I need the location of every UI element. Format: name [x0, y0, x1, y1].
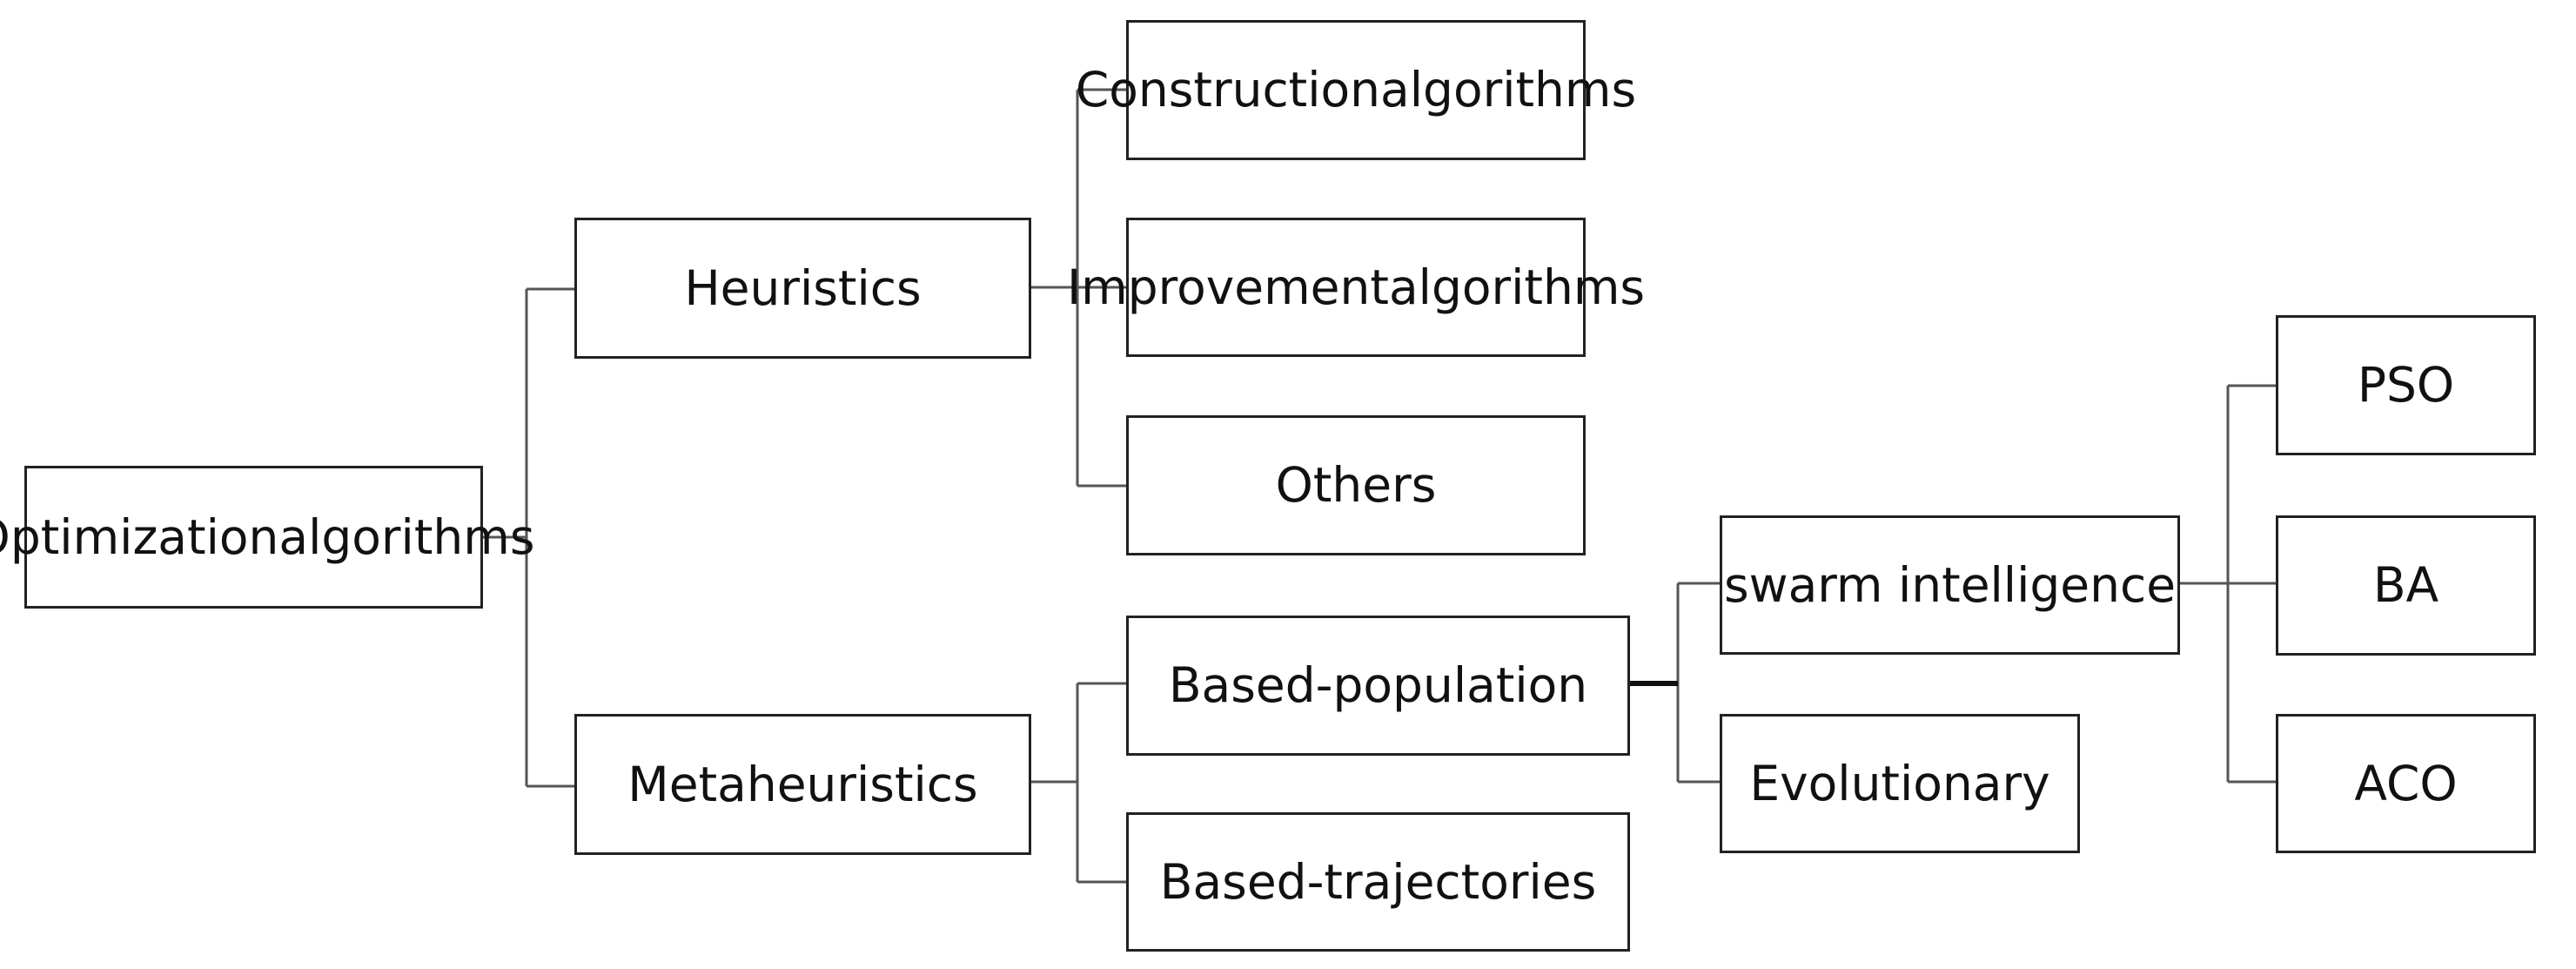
evolutionary-node: Evolutionary — [1720, 714, 2080, 853]
pso-label: PSO — [2357, 357, 2455, 414]
root-label-line1: Optimization — [0, 508, 279, 565]
connector-root — [483, 287, 574, 788]
based-trajectories-node: Based-trajectories — [1126, 812, 1630, 952]
improvement-label-line1: Improvement — [1066, 259, 1389, 315]
based-trajectories-label: Based-trajectories — [1159, 853, 1597, 910]
ba-node: BA — [2276, 515, 2536, 656]
heuristics-node: Heuristics — [574, 218, 1031, 359]
aco-node: ACO — [2276, 714, 2536, 853]
construction-label-line1: Construction — [1075, 62, 1381, 118]
aco-label: ACO — [2354, 755, 2458, 811]
others-label: Others — [1275, 457, 1437, 514]
connector-heuristics — [1031, 88, 1126, 488]
swarm-intelligence-node: swarm intelligence — [1720, 515, 2180, 655]
improvement-algorithms-node: Improvement algorithms — [1067, 218, 1645, 357]
evolutionary-label: Evolutionary — [1749, 755, 2050, 811]
others-node: Others — [1126, 415, 1586, 555]
root-node: Optimization algorithms — [0, 466, 534, 609]
ba-label: BA — [2372, 557, 2439, 614]
connector-swarm — [2180, 384, 2276, 784]
heuristics-label: Heuristics — [684, 259, 922, 316]
based-population-label: Based-population — [1168, 657, 1588, 714]
root-label-line2: algorithms — [278, 508, 535, 565]
improvement-label-line2: algorithms — [1388, 259, 1646, 315]
construction-algorithms-node: Construction algorithms — [1076, 20, 1636, 160]
based-population-node: Based-population — [1126, 616, 1630, 756]
metaheuristics-node: Metaheuristics — [574, 714, 1031, 855]
swarm-intelligence-label: swarm intelligence — [1723, 556, 2177, 613]
metaheuristics-label: Metaheuristics — [627, 756, 978, 812]
connector-metaheuristics — [1031, 682, 1126, 884]
construction-label-line2: algorithms — [1380, 62, 1637, 118]
pso-node: PSO — [2276, 315, 2536, 455]
